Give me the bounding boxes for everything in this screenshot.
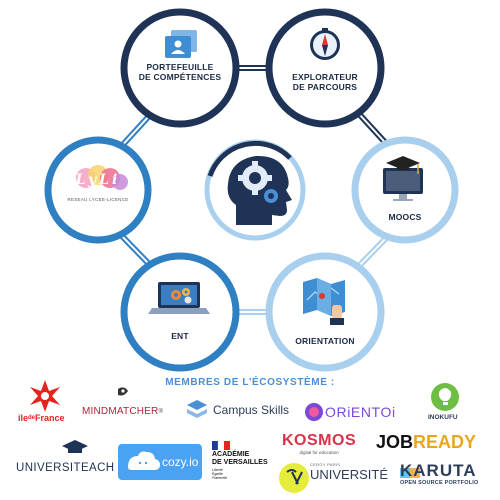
portfolio-label: PORTEFEUILLE DE COMPÉTENCES — [130, 62, 230, 82]
portfolio-label-line2: DE COMPÉTENCES — [138, 72, 222, 82]
graduation-monitor-icon — [383, 156, 423, 201]
academie-motto-2: Égalité — [212, 472, 223, 476]
node-explorer[interactable] — [265, 8, 385, 128]
iledefrance-part3: France — [35, 413, 65, 423]
campus-skills-logo-icon — [187, 400, 207, 418]
karuta-tagline: OPEN SOURCE PORTFOLIO — [400, 480, 479, 486]
portfolio-icon — [165, 30, 197, 58]
connector-lyli-ent-inner — [117, 231, 151, 266]
universiteach-logo[interactable]: UNIVERSITEACH — [16, 462, 115, 474]
inokufu-logo-icon — [431, 383, 459, 411]
members-title: MEMBRES DE L'ÉCOSYSTÈME : — [165, 377, 335, 388]
academie-motto-1: Liberté — [212, 468, 223, 472]
lyli-logo-text: LyLi — [75, 172, 121, 188]
map-pin-icon — [303, 278, 345, 325]
kosmos-tagline: digital for education — [299, 450, 339, 455]
explorer-label: EXPLORATEUR DE PARCOURS — [275, 72, 375, 92]
karuta-name: KARUTA — [400, 461, 477, 480]
karuta-logo-icon — [400, 468, 420, 478]
ent-label: ENT — [171, 331, 189, 341]
node-moocs[interactable] — [351, 136, 459, 244]
iledefrance-part2: de — [28, 415, 36, 421]
mindmatcher-mark: ® — [158, 408, 164, 415]
mindmatcher-name: MINDMATCHER — [82, 406, 159, 417]
lyli-logo-icon — [76, 165, 128, 190]
kosmos-logo[interactable]: KOSMOS digital for education — [282, 432, 356, 455]
universiteach-logo-icon — [62, 440, 88, 453]
inokufu-name: INOKUFU — [428, 414, 458, 421]
cyu-logo[interactable]: CERGY PARIS UNIVERSITÉ — [310, 462, 388, 482]
inokufu-logo[interactable]: INOKUFU — [428, 414, 458, 421]
jobready-part1: JOB — [376, 432, 414, 452]
explorer-label-line1: EXPLORATEUR — [292, 72, 358, 82]
mindmatcher-logo-icon — [118, 387, 128, 396]
lyli-caption: RESEAU LYCEE-LICENCE — [67, 197, 129, 202]
laptop-gears-icon — [148, 282, 210, 314]
kosmos-name: KOSMOS — [282, 432, 357, 449]
cyu-logo-icon — [279, 463, 309, 493]
universiteach-name: UNIVERSITEACH — [16, 462, 115, 474]
academie-line2: DE VERSAILLES — [212, 459, 268, 466]
explorer-label-line2: DE PARCOURS — [292, 82, 358, 92]
cyu-name: UNIVERSITÉ — [310, 467, 389, 482]
node-portfolio[interactable] — [120, 8, 240, 128]
karuta-logo[interactable]: KARUTA OPEN SOURCE PORTFOLIO — [400, 461, 496, 487]
academie-line1: ACADÉMIE — [212, 451, 250, 458]
orientoi-logo[interactable]: ORiENTOi — [325, 404, 396, 420]
orientoi-name: ORiENTOi — [325, 404, 396, 420]
compass-icon — [310, 28, 340, 60]
node-lyli[interactable] — [44, 136, 152, 244]
portfolio-label-line1: PORTEFEUILLE — [146, 62, 214, 72]
campus-skills-name: Campus Skills — [213, 403, 290, 417]
node-orientation[interactable] — [265, 252, 385, 372]
cyu-small: CERGY PARIS — [310, 462, 341, 467]
moocs-label: MOOCS — [388, 212, 422, 222]
cozy-logo[interactable]: cozy.io — [162, 455, 198, 469]
iledefrance-part1: ile — [18, 413, 29, 423]
iledefrance-logo-icon — [30, 380, 60, 412]
cozy-name: cozy.io — [162, 455, 199, 469]
republique-francaise-logo-icon — [212, 440, 230, 451]
campus-skills-logo[interactable]: Campus Skills — [213, 403, 289, 417]
academie-motto-3: Fraternité — [212, 476, 227, 480]
mindmatcher-logo[interactable]: MINDMATCHER® — [82, 406, 163, 417]
academie-logo[interactable]: ACADÉMIE DE VERSAILLES Liberté Égalité F… — [212, 451, 282, 480]
orientoi-logo-icon — [305, 403, 323, 421]
jobready-part2: READY — [413, 432, 477, 452]
head-gears-icon — [227, 155, 292, 225]
cozy-logo-icon — [118, 444, 202, 480]
inner-ring-dark-arc — [207, 140, 292, 177]
node-ent[interactable] — [120, 252, 240, 372]
orientation-label: ORIENTATION — [295, 336, 355, 346]
